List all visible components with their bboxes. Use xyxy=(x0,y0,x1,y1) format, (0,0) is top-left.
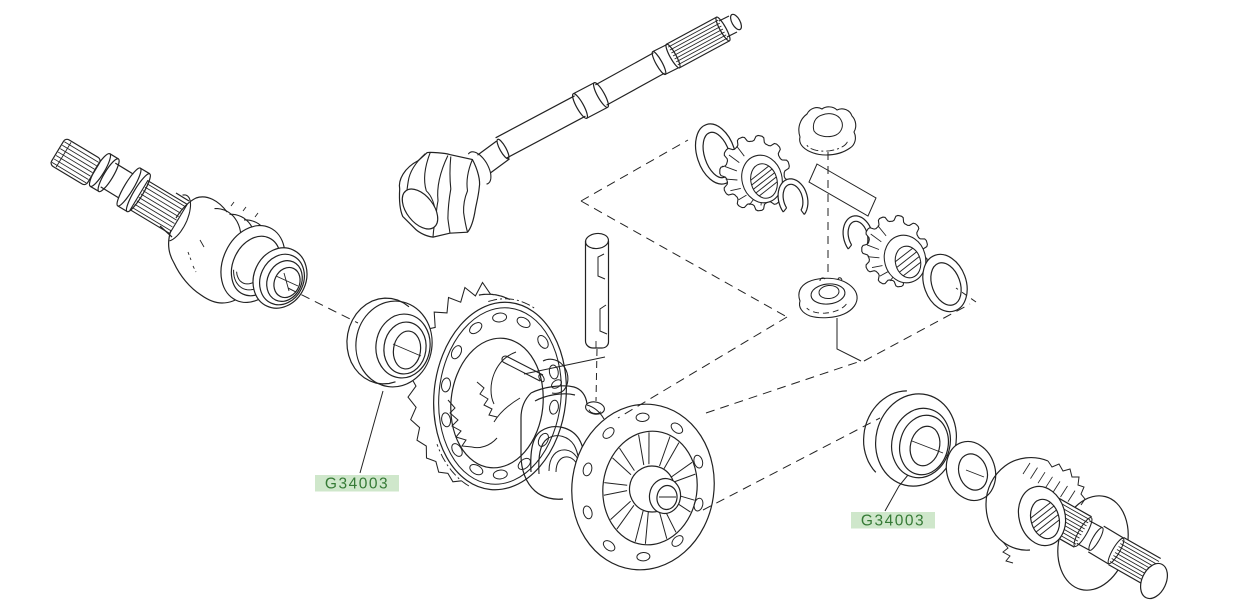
svg-text:G34003: G34003 xyxy=(325,476,389,493)
svg-text:G34003: G34003 xyxy=(861,513,925,530)
